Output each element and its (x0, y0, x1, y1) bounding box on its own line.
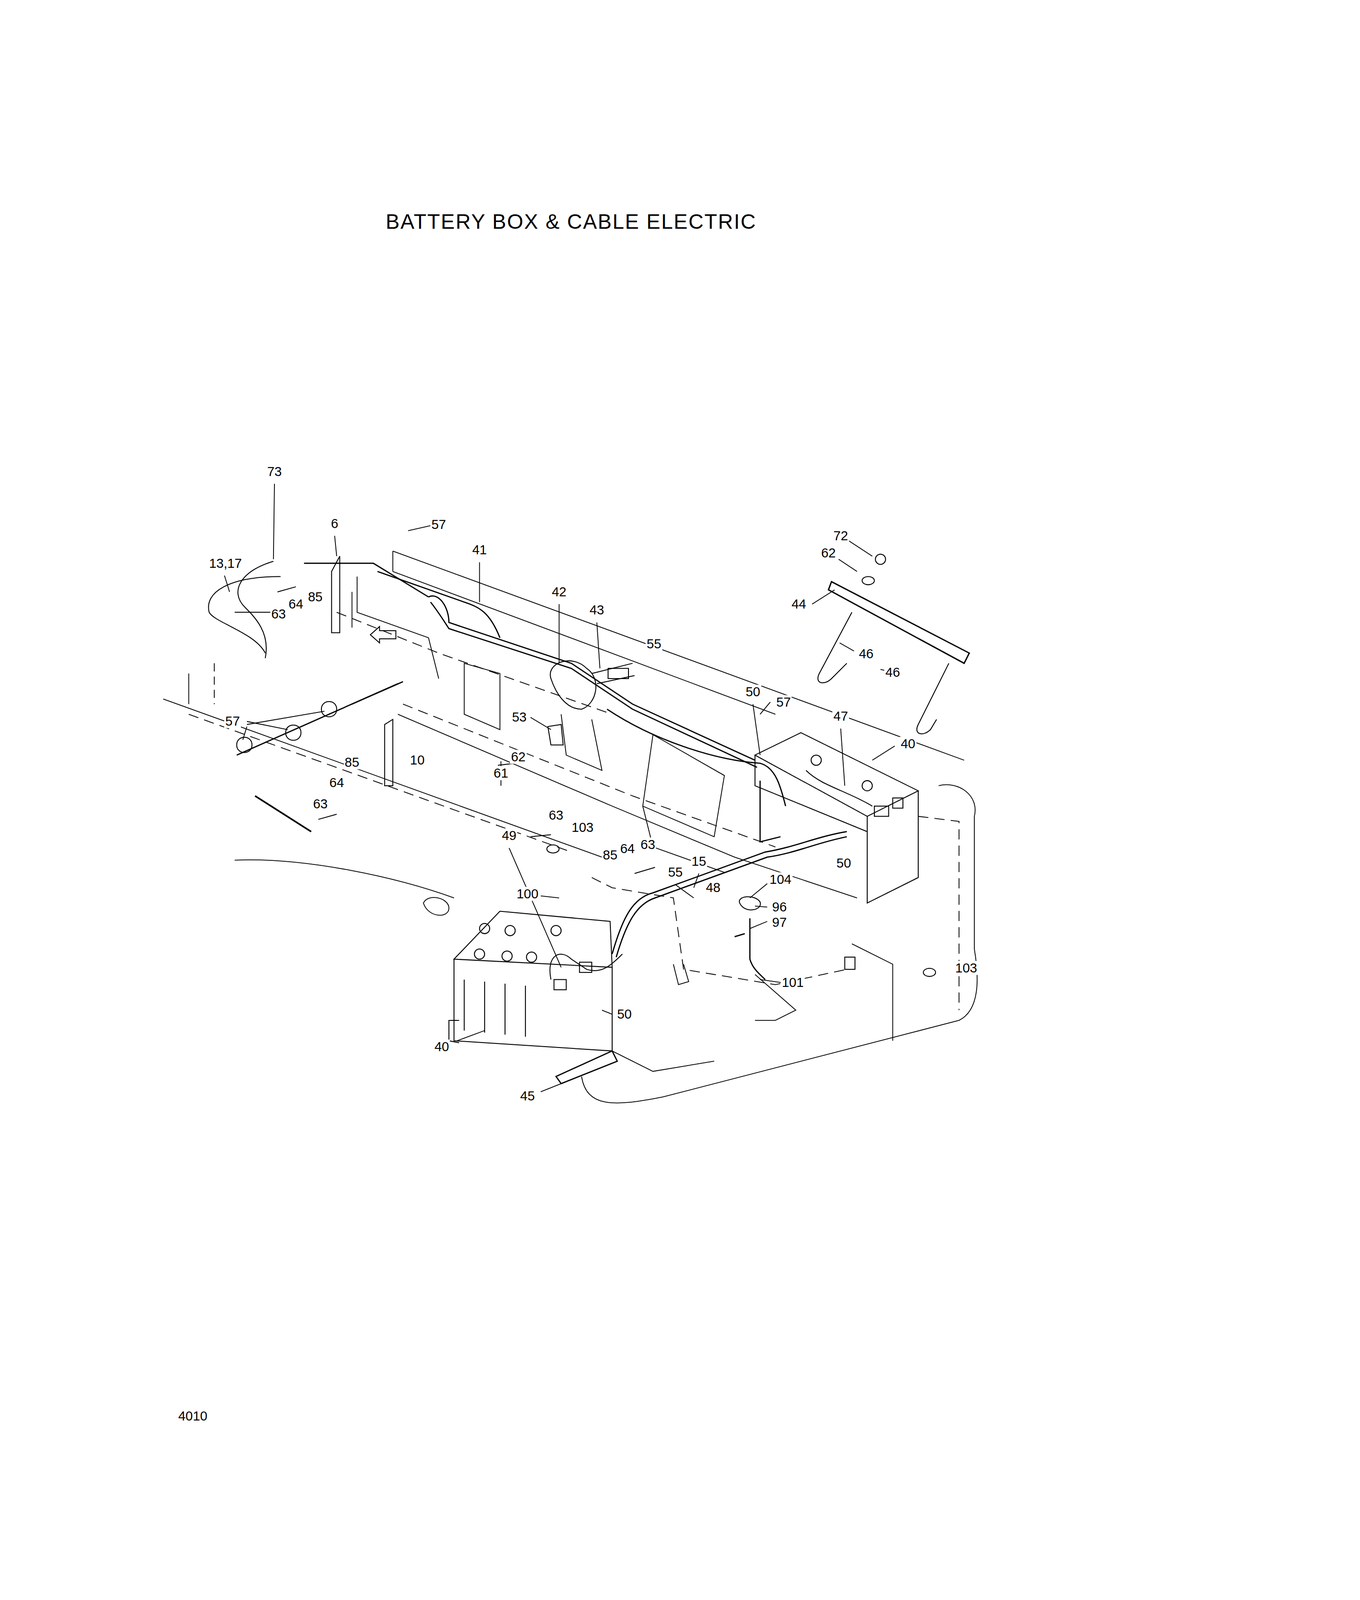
callout-number: 101 (780, 975, 805, 990)
callout-number: 40 (899, 736, 917, 751)
callout-number: 50 (616, 1007, 633, 1022)
callout-number: 85 (306, 590, 324, 605)
callout-number: 48 (704, 880, 722, 895)
callout-number: 63 (547, 807, 565, 822)
callout-number: 103 (954, 961, 978, 976)
callout-number: 41 (471, 543, 488, 558)
callout-number: 57 (775, 694, 792, 709)
callout-number: 97 (771, 915, 788, 930)
cable (236, 563, 847, 980)
battery (755, 732, 919, 904)
callout-number: 57 (430, 517, 447, 532)
callout-number: 46 (884, 665, 901, 680)
callout-number: 61 (492, 766, 510, 781)
callout-number: 42 (550, 584, 567, 599)
callout-number: 55 (645, 636, 662, 651)
callout-number: 43 (588, 603, 605, 618)
callout-number: 57 (224, 714, 241, 729)
callout-number: 10 (409, 753, 426, 768)
callout-number: 103 (570, 820, 595, 835)
frame-outline (163, 551, 978, 1104)
callout-number: 96 (771, 900, 788, 915)
callout-number: 49 (500, 828, 518, 843)
callout-number: 6 (330, 516, 340, 531)
callout-number: 50 (835, 856, 852, 871)
callout-number: 13,17 (207, 556, 243, 571)
direction-arrow (370, 626, 396, 643)
callout-number: 40 (433, 1039, 450, 1054)
callout-number: 55 (667, 865, 684, 880)
diagram-title: BATTERY BOX & CABLE ELECTRIC (385, 211, 757, 232)
callout-number: 104 (768, 872, 793, 887)
callout-number: 63 (270, 607, 287, 622)
callout-number: 72 (832, 528, 849, 543)
callout-number: 85 (601, 848, 619, 863)
callout-number: 62 (510, 750, 527, 765)
callout-number: 15 (690, 854, 708, 869)
callout-number: 73 (266, 464, 283, 479)
callout-number: 85 (343, 755, 360, 770)
callout-number: 64 (328, 775, 345, 790)
leader-line (224, 483, 898, 1092)
battery (448, 911, 623, 1084)
callout-number: 44 (790, 596, 808, 611)
hardware (208, 554, 970, 977)
callout-number: 64 (619, 841, 636, 856)
callout-number: 50 (744, 684, 761, 699)
page-number: 4010 (177, 1409, 209, 1424)
callout-number: 64 (287, 596, 304, 611)
callout-number: 45 (519, 1088, 536, 1103)
callout-number: 100 (515, 886, 539, 901)
callout-number: 47 (832, 709, 849, 724)
callout-number: 63 (639, 837, 657, 852)
callout-number: 63 (311, 797, 329, 812)
callout-number: 53 (510, 710, 528, 725)
callout-number: 46 (858, 646, 875, 662)
callout-number: 62 (820, 546, 837, 561)
